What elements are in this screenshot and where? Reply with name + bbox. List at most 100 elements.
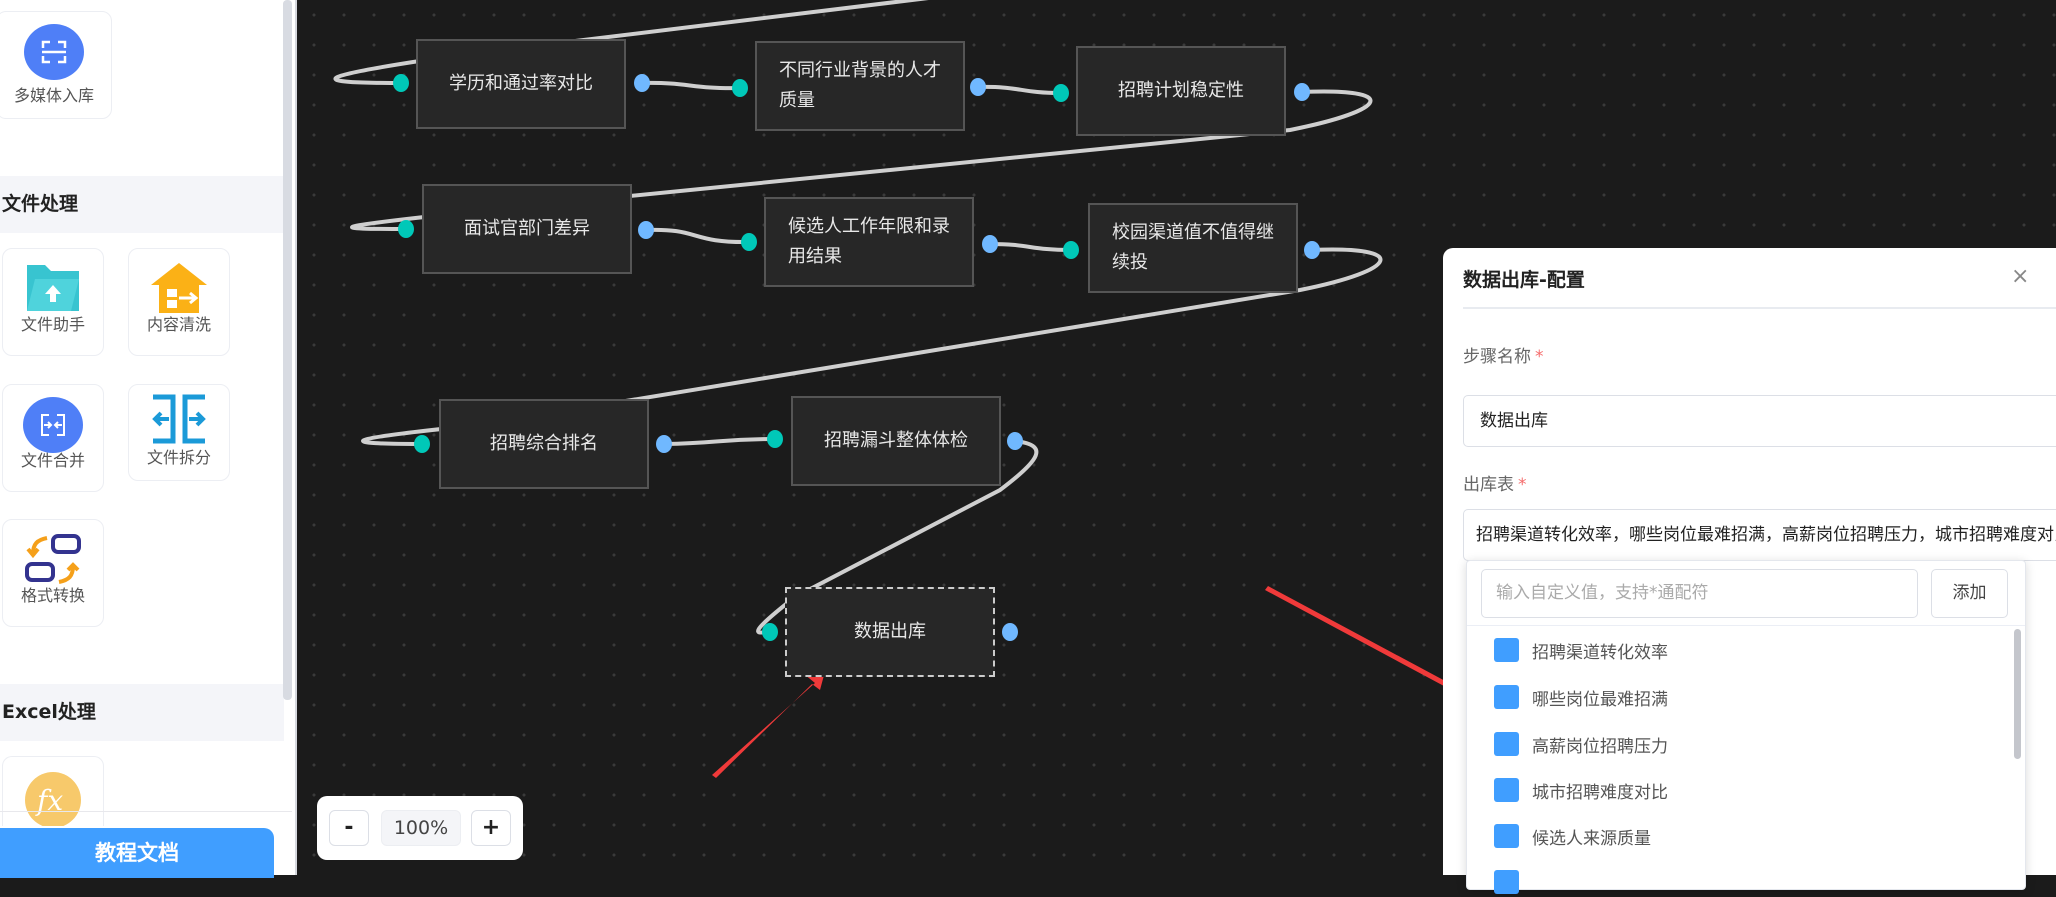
- node-label: 校园渠道值不值得继续投: [1112, 222, 1274, 273]
- tool-format-convert[interactable]: 格式转换: [2, 519, 104, 627]
- tool-file-assistant[interactable]: 文件助手: [2, 248, 104, 356]
- workflow-node[interactable]: 不同行业背景的人才质量: [755, 41, 965, 131]
- input-port[interactable]: [414, 435, 430, 453]
- divider: [1463, 307, 2056, 309]
- required-mark: *: [1518, 475, 1527, 495]
- section-excel-processing: Excel处理: [0, 684, 284, 741]
- workflow-node[interactable]: 招聘综合排名: [439, 399, 649, 489]
- workflow-node[interactable]: 候选人工作年限和录用结果: [764, 197, 974, 287]
- dropdown-option[interactable]: 高薪岗位招聘压力: [1494, 729, 1668, 759]
- zoom-in-button[interactable]: +: [471, 810, 511, 846]
- workflow-node[interactable]: 招聘漏斗整体体检: [791, 396, 1001, 486]
- step-name-label: 步骤名称*: [1463, 342, 1544, 367]
- output-port[interactable]: [1304, 241, 1320, 259]
- divider: [1467, 625, 2025, 626]
- required-mark: *: [1535, 347, 1544, 367]
- red-arrow-icon: [712, 664, 827, 778]
- node-label: 招聘漏斗整体体检: [824, 430, 968, 451]
- edge: [756, 439, 1039, 635]
- option-label: 哪些岗位最难招满: [1532, 689, 1668, 710]
- edge: [361, 247, 1383, 446]
- tool-multimedia-import[interactable]: 多媒体入库: [0, 11, 112, 119]
- workflow-node[interactable]: 面试官部门差异: [422, 184, 632, 274]
- house-arrow-icon: [151, 263, 207, 313]
- workflow-node[interactable]: 学历和通过率对比: [416, 39, 626, 129]
- option-label: 候选人来源质量: [1532, 828, 1651, 849]
- checkbox-checked-icon[interactable]: [1494, 732, 1519, 756]
- dropdown-option[interactable]: 招聘渠道转化效率: [1494, 635, 1668, 665]
- output-port[interactable]: [656, 435, 672, 453]
- section-file-processing: 文件处理: [0, 176, 284, 233]
- input-port[interactable]: [1053, 84, 1069, 102]
- node-label: 候选人工作年限和录用结果: [788, 216, 950, 267]
- dropdown-option[interactable]: 哪些岗位最难招满: [1494, 682, 1668, 712]
- tool-label: 文件助手: [20, 315, 85, 334]
- zoom-level: 100%: [381, 810, 461, 846]
- input-port[interactable]: [1063, 241, 1079, 259]
- option-label: 招聘渠道转化效率: [1532, 642, 1668, 663]
- workflow-node-selected[interactable]: 数据出库: [785, 587, 995, 677]
- convert-icon: [25, 534, 81, 584]
- checkbox-checked-icon[interactable]: [1494, 824, 1519, 848]
- tool-label: 文件拆分: [146, 448, 211, 467]
- merge-icon: [23, 397, 83, 453]
- dropdown-scrollbar[interactable]: [2014, 629, 2021, 759]
- sidebar: 多媒体入库 文件处理 文件助手 内容清洗 文件合并 文件拆分 格式转换 Exce…: [0, 0, 297, 878]
- output-port[interactable]: [1007, 432, 1023, 450]
- output-table-select[interactable]: 招聘渠道转化效率，哪些岗位最难招满，高薪岗位招聘压力，城市招聘难度对比，候选人来…: [1463, 509, 2056, 561]
- edge: [644, 227, 751, 245]
- tool-excel-formula[interactable]: fx: [2, 756, 104, 826]
- node-label: 数据出库: [854, 621, 926, 642]
- input-port[interactable]: [762, 623, 778, 641]
- zoom-out-button[interactable]: -: [329, 810, 369, 846]
- output-port[interactable]: [1294, 83, 1310, 101]
- tool-file-split[interactable]: 文件拆分: [128, 384, 230, 481]
- close-icon[interactable]: ×: [2011, 264, 2030, 289]
- dropdown-option[interactable]: 城市招聘难度对比: [1494, 775, 1668, 805]
- input-port[interactable]: [732, 79, 748, 97]
- input-port[interactable]: [393, 74, 409, 92]
- annotation-arrows: [712, 586, 1480, 778]
- sidebar-scrollbar[interactable]: [283, 0, 292, 700]
- tool-content-cleaning[interactable]: 内容清洗: [128, 248, 230, 356]
- output-port[interactable]: [638, 221, 654, 239]
- option-label: 城市招聘难度对比: [1532, 782, 1668, 803]
- step-name-input[interactable]: 数据出库: [1463, 395, 2056, 447]
- node-label: 招聘综合排名: [490, 433, 598, 454]
- node-label: 招聘计划稳定性: [1118, 80, 1244, 101]
- input-port[interactable]: [767, 430, 783, 448]
- divider: [0, 811, 292, 812]
- workflow-node[interactable]: 校园渠道值不值得继续投: [1088, 203, 1298, 293]
- input-port[interactable]: [741, 233, 757, 251]
- tool-file-merge[interactable]: 文件合并: [2, 384, 104, 492]
- option-label: 高薪岗位招聘压力: [1532, 736, 1668, 757]
- checkbox-checked-icon[interactable]: [1494, 638, 1519, 662]
- output-port[interactable]: [970, 78, 986, 96]
- tutorial-docs-button[interactable]: 教程文档: [0, 828, 274, 878]
- edge: [988, 242, 1073, 252]
- red-arrow-icon: [1265, 586, 1480, 702]
- custom-value-input[interactable]: 输入自定义值，支持*通配符: [1481, 569, 1918, 618]
- tool-label: 多媒体入库: [13, 86, 94, 105]
- node-label: 不同行业背景的人才质量: [779, 60, 941, 111]
- output-port[interactable]: [634, 74, 650, 92]
- tool-label: 文件合并: [20, 451, 85, 470]
- dropdown-option[interactable]: [1494, 867, 1532, 897]
- add-button[interactable]: 添加: [1931, 569, 2008, 618]
- zoom-controls: - 100% +: [317, 796, 523, 860]
- label-text: 步骤名称: [1463, 347, 1531, 367]
- workflow-node[interactable]: 招聘计划稳定性: [1076, 46, 1286, 136]
- config-panel: 数据出库-配置 × 步骤名称* 数据出库 出库表* 招聘渠道转化效率，哪些岗位最…: [1443, 248, 2056, 894]
- input-port[interactable]: [398, 220, 414, 238]
- output-port[interactable]: [982, 235, 998, 253]
- label-text: 出库表: [1463, 475, 1514, 495]
- svg-text:fx: fx: [35, 784, 63, 817]
- output-port[interactable]: [1002, 623, 1018, 641]
- folder-upload-icon: [27, 265, 79, 311]
- checkbox-checked-icon[interactable]: [1494, 685, 1519, 709]
- output-table-label: 出库表*: [1463, 470, 1527, 495]
- checkbox-checked-icon[interactable]: [1494, 778, 1519, 802]
- checkbox-checked-icon[interactable]: [1494, 870, 1519, 894]
- split-icon: [152, 394, 206, 444]
- dropdown-option[interactable]: 候选人来源质量: [1494, 821, 1651, 851]
